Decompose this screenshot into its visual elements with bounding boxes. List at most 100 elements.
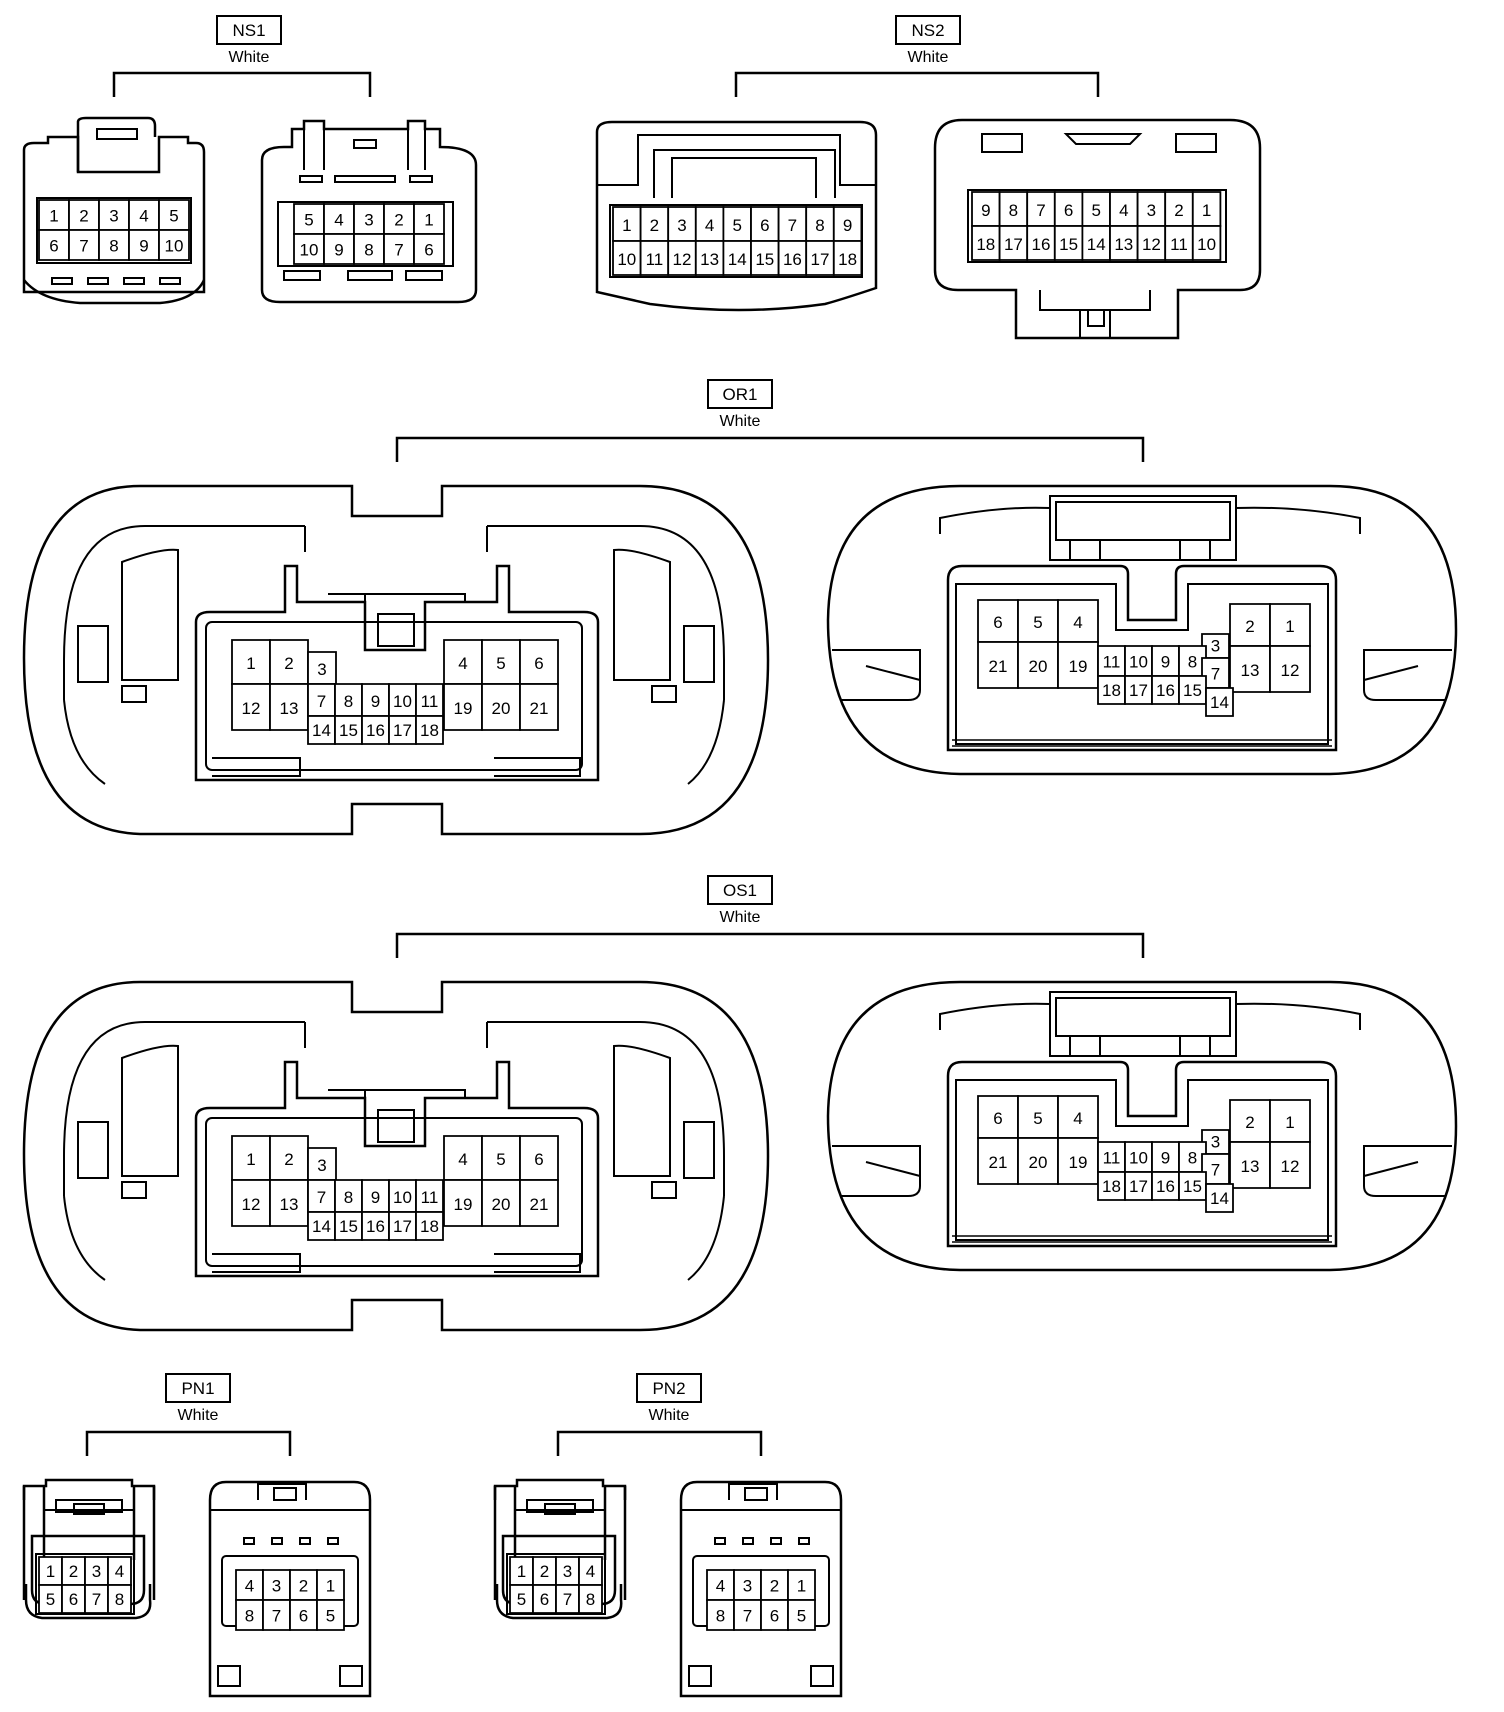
pin-cell: 4 <box>108 1557 131 1585</box>
pin-cell: 6 <box>62 1585 85 1613</box>
pin-cell: 4 <box>1058 600 1098 642</box>
pin-box <box>236 1600 263 1630</box>
pin-number: 1 <box>517 1562 526 1581</box>
pin-box <box>1055 226 1083 260</box>
ns1-left-cavity <box>37 198 191 263</box>
ns1-left-latch <box>78 118 155 172</box>
pin-box <box>1018 642 1058 688</box>
pn2-left-top <box>495 1480 625 1618</box>
pin-number: 9 <box>334 241 343 260</box>
ns1-right-slot <box>335 176 395 182</box>
or1-left-ear-l <box>122 550 178 680</box>
pn2-right-slot <box>799 1538 809 1544</box>
pin-number: 6 <box>1064 201 1073 220</box>
os1-right-inner-body <box>956 1080 1328 1240</box>
pin-cell: 17 <box>389 716 416 744</box>
pin-number: 9 <box>1161 653 1170 672</box>
pin-box <box>69 200 99 230</box>
pin-box <box>129 230 159 260</box>
pin-number: 14 <box>1210 1189 1229 1208</box>
pin-cell: 9 <box>129 230 159 260</box>
pin-box <box>1270 646 1310 692</box>
pin-cell: 3 <box>668 207 696 241</box>
pin-box <box>384 204 414 234</box>
pn1-left-top <box>24 1480 154 1618</box>
or1-left-inner-r <box>487 526 724 700</box>
pin-cell: 5 <box>39 1585 62 1613</box>
pin-cell: 14 <box>308 1212 335 1240</box>
pin-cell: 9 <box>1152 1142 1179 1172</box>
pin-box <box>1230 646 1270 692</box>
pin-cell: 6 <box>290 1600 317 1630</box>
pn2-right-foot <box>689 1666 711 1686</box>
ns2-name: NS2 <box>911 21 944 40</box>
pin-cell: 5 <box>317 1600 344 1630</box>
pin-box <box>389 716 416 744</box>
pn2-right-latch <box>681 1484 841 1510</box>
pin-number: 8 <box>1009 201 1018 220</box>
pn2-left-lock-tab <box>545 1504 575 1514</box>
pin-number: 20 <box>1029 657 1048 676</box>
pin-number: 18 <box>420 1217 439 1236</box>
pin-cell: 10 <box>613 241 641 275</box>
pin-number: 8 <box>716 1607 725 1626</box>
pin-box <box>99 230 129 260</box>
pin-number: 3 <box>92 1562 101 1581</box>
pin-cell: 8 <box>335 684 362 716</box>
ns2-right-key <box>982 134 1022 152</box>
pin-cell: 5 <box>788 1600 815 1630</box>
pin-number: 15 <box>755 250 774 269</box>
pn1-left-cavity <box>36 1554 134 1614</box>
pin-number: 5 <box>304 211 313 230</box>
pin-box <box>1018 1138 1058 1184</box>
pin-cell: 9 <box>972 192 1000 226</box>
pin-number: 6 <box>760 216 769 235</box>
pin-cell: 5 <box>510 1585 533 1613</box>
pin-number: 21 <box>530 1195 549 1214</box>
pn1-left-sides <box>24 1486 154 1600</box>
or1-right-latch-ribs <box>1070 540 1210 560</box>
pin-number: 2 <box>79 207 88 226</box>
pin-number: 6 <box>770 1607 779 1626</box>
pin-number: 17 <box>1129 1177 1148 1196</box>
ns2-color: White <box>908 49 949 66</box>
ns1-right-slot <box>406 271 442 280</box>
ns1-left-slot <box>52 278 72 284</box>
pin-cell: 7 <box>734 1600 761 1630</box>
pin-number: 1 <box>49 207 58 226</box>
pin-cell: 9 <box>362 1180 389 1212</box>
pin-number: 19 <box>1069 657 1088 676</box>
pin-number: 3 <box>1211 636 1220 655</box>
os1-right-shell <box>828 982 1456 1270</box>
pin-cell: 7 <box>1027 192 1055 226</box>
pin-cell: 2 <box>69 200 99 230</box>
pin-cell: 21 <box>520 1180 558 1226</box>
pin-box <box>1125 1142 1152 1172</box>
ns1-right-slot <box>410 176 432 182</box>
pin-cell: 4 <box>579 1557 602 1585</box>
pin-cell: 8 <box>236 1600 263 1630</box>
ns1-right-housing <box>262 121 476 302</box>
pin-cell: 9 <box>362 684 389 716</box>
pin-cell: 18 <box>972 226 1000 260</box>
pin-cell: 6 <box>520 1136 558 1180</box>
ns1-label-box <box>217 16 281 44</box>
os1-left-body <box>196 1062 598 1276</box>
pin-box <box>354 234 384 264</box>
pin-cell: 5 <box>723 207 751 241</box>
pin-number: 5 <box>732 216 741 235</box>
pn1-left-latch <box>44 1500 134 1512</box>
ns1-right-slot <box>300 176 322 182</box>
pin-cell: 14 <box>1206 1184 1233 1212</box>
pin-cell: 15 <box>335 1212 362 1240</box>
pin-box <box>1058 642 1098 688</box>
pin-cell: 1 <box>1270 1100 1310 1142</box>
pin-cell: 12 <box>668 241 696 275</box>
